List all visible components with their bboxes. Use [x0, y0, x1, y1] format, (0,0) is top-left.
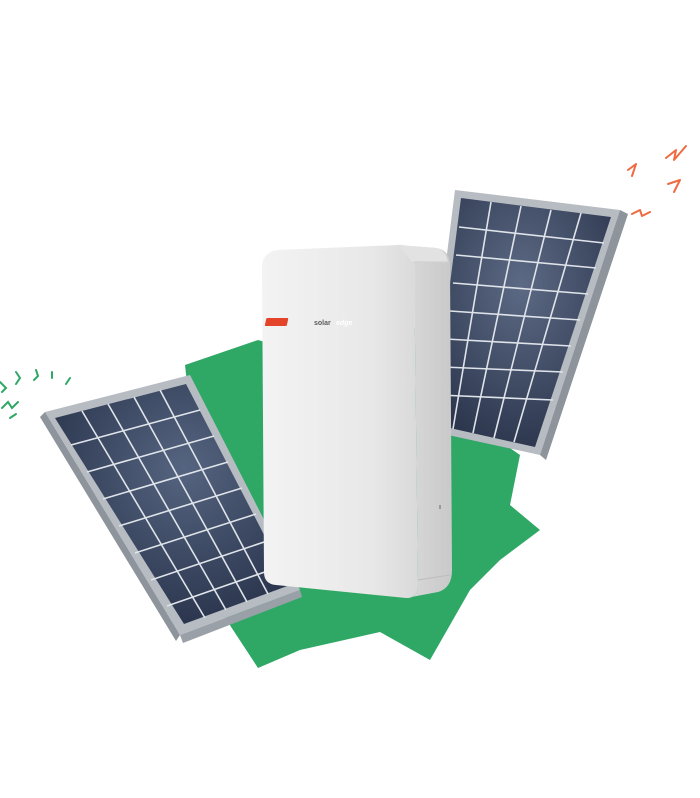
brand-name-badge [264, 318, 289, 326]
brand-name-part1: solar [314, 320, 331, 327]
solar-panel-left [40, 375, 302, 643]
panel-grid-left [70, 389, 283, 619]
status-led [439, 505, 441, 509]
solar-panel-right [425, 190, 628, 460]
spark-lines-icon [627, 145, 687, 217]
inverter-device: solar edge [262, 244, 452, 598]
brand-logo: solar edge [264, 318, 352, 327]
panel-grid-right [438, 201, 605, 443]
spark-lines-icon [0, 369, 71, 419]
brand-name-part2: edge [336, 320, 352, 327]
